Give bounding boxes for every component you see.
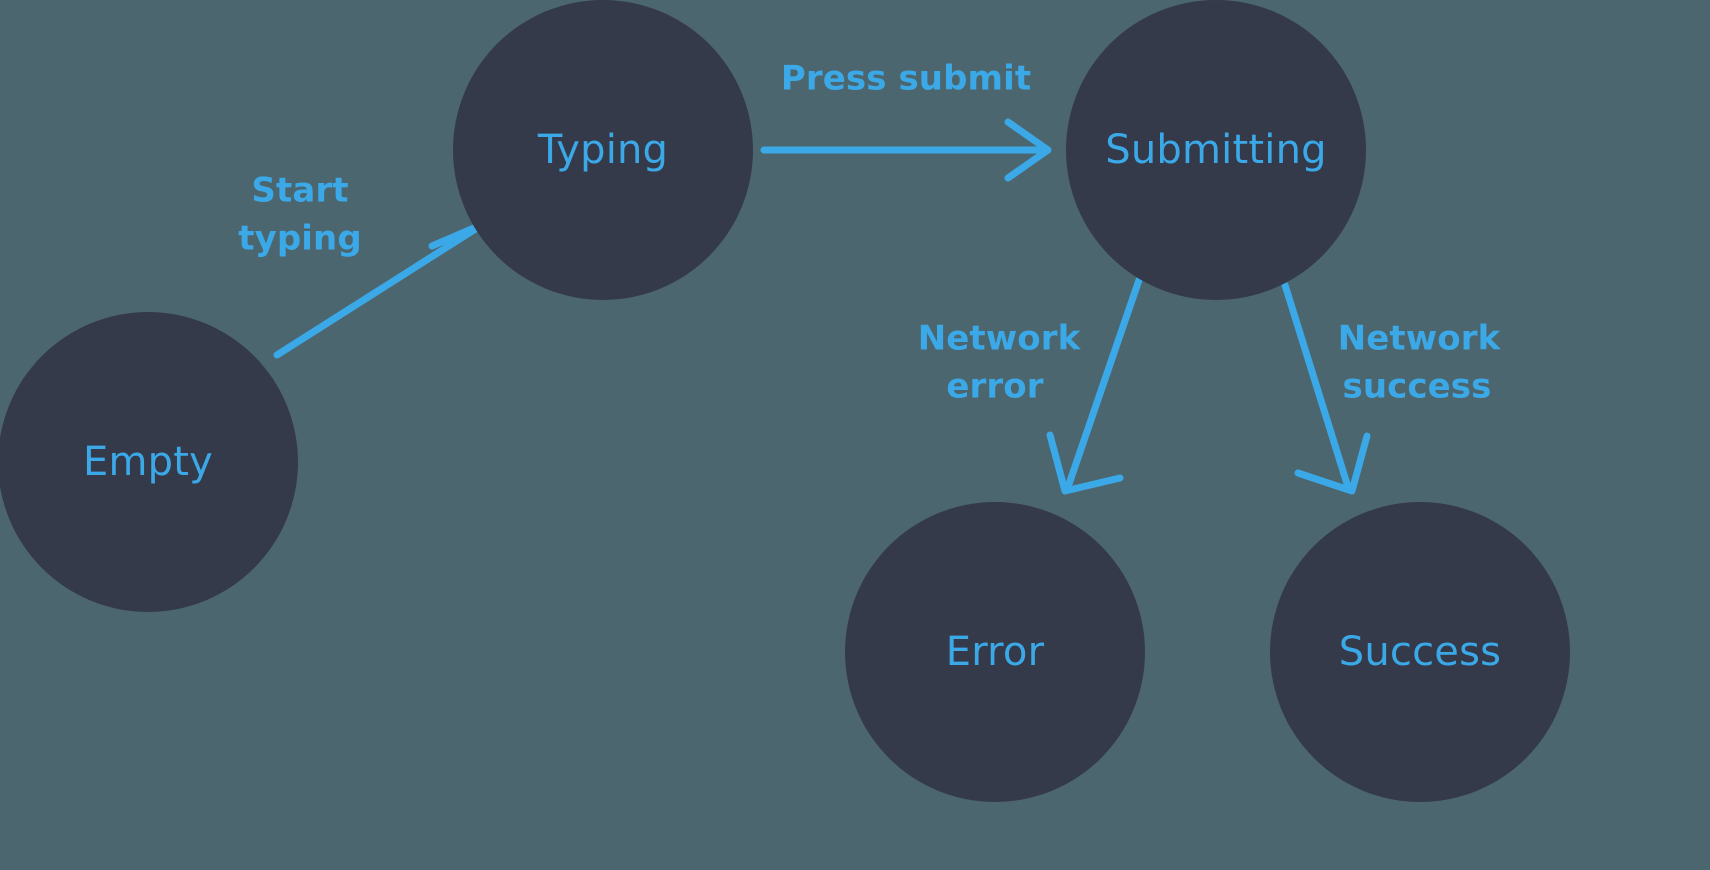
node-success-circle[interactable] — [1270, 502, 1570, 802]
node-success[interactable]: Success — [1270, 502, 1570, 802]
edge-label-start-typing: Start typing — [238, 171, 362, 259]
node-typing[interactable]: Typing — [453, 0, 753, 300]
edge-label-press-submit-line1: Press submit — [781, 59, 1031, 99]
edge-label-network-success: Network success — [1338, 319, 1502, 407]
edge-label-network-error-line2: error — [946, 367, 1043, 407]
edge-empty-to-typing-line — [273, 224, 481, 359]
node-error-label: Error — [946, 629, 1045, 675]
node-error[interactable]: Error — [845, 502, 1145, 802]
edge-submitting-to-error — [1046, 276, 1143, 495]
edge-label-network-success-line1: Network — [1338, 319, 1502, 359]
edge-label-start-typing-line2: typing — [238, 219, 362, 259]
node-empty[interactable]: Empty — [0, 312, 298, 612]
node-submitting-circle[interactable] — [1066, 0, 1366, 300]
edge-submitting-to-success-line — [1281, 281, 1352, 491]
node-error-circle[interactable] — [845, 502, 1145, 802]
edge-submitting-to-success — [1281, 281, 1371, 495]
edge-label-network-error: Network error — [918, 319, 1082, 407]
node-submitting[interactable]: Submitting — [1066, 0, 1366, 300]
edge-label-start-typing-line1: Start — [251, 171, 348, 211]
edge-submitting-to-error-line — [1064, 276, 1143, 491]
edge-label-network-error-line1: Network — [918, 319, 1082, 359]
node-empty-circle[interactable] — [0, 312, 298, 612]
edge-label-press-submit: Press submit — [781, 59, 1031, 99]
edge-submitting-to-error-arrowhead — [1046, 431, 1124, 495]
edge-typing-to-submitting — [760, 118, 1052, 182]
node-empty-label: Empty — [83, 439, 213, 485]
node-success-label: Success — [1339, 629, 1501, 675]
node-submitting-label: Submitting — [1105, 127, 1326, 173]
edge-label-network-success-line2: success — [1343, 367, 1492, 407]
edge-submitting-to-success-arrowhead — [1294, 432, 1371, 495]
node-typing-label: Typing — [537, 127, 668, 173]
node-typing-circle[interactable] — [453, 0, 753, 300]
edge-typing-to-submitting-arrowhead — [1004, 118, 1052, 182]
